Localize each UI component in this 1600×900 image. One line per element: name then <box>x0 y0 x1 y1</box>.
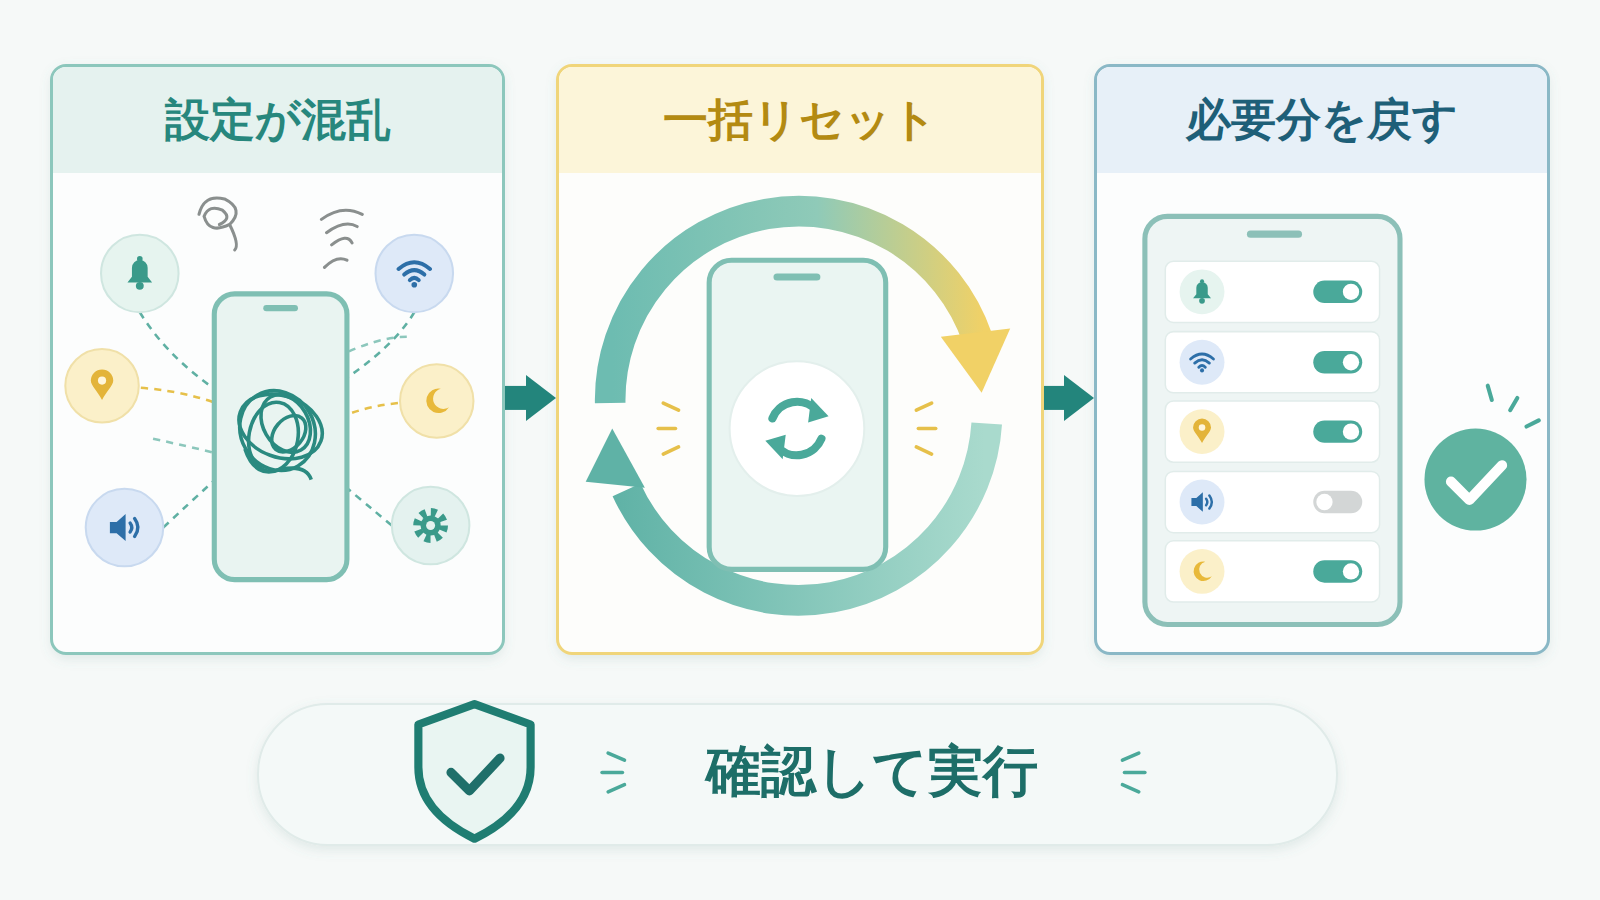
tangled-phone <box>199 198 362 267</box>
reset-cycle <box>709 260 886 569</box>
restored-phone <box>1313 281 1362 303</box>
tangled-phone <box>400 364 473 437</box>
tangled-phone <box>225 377 331 484</box>
tangled-phone <box>101 235 179 313</box>
spark-marks <box>1122 753 1138 760</box>
restored-phone <box>1313 491 1362 513</box>
flow-arrow <box>505 386 526 410</box>
restored-phone <box>1510 398 1517 410</box>
reset-cycle <box>918 427 935 431</box>
panel-heading: 必要分を戻す <box>1097 67 1547 173</box>
panel-heading: 一括リセット <box>559 67 1041 173</box>
panel-ground <box>51 64 504 655</box>
spark-marks <box>1122 785 1138 792</box>
tangled-phone <box>65 349 138 422</box>
restored-phone <box>1193 279 1211 303</box>
restored-phone <box>1527 420 1539 426</box>
tangled-phone <box>263 305 298 311</box>
shield-icon <box>418 704 530 839</box>
reset-cycle <box>663 447 678 454</box>
restored-phone <box>1313 281 1362 583</box>
spark-marks <box>602 771 622 775</box>
illustration <box>65 198 1538 839</box>
restored-phone <box>1343 563 1359 579</box>
restored-phone <box>1313 351 1362 373</box>
flow-arrow <box>1044 386 1064 410</box>
reset-cycle <box>658 403 936 454</box>
restored-phone <box>1191 492 1211 512</box>
restored-phone <box>1247 231 1302 238</box>
panel-ground <box>1095 64 1549 655</box>
tangled-phone <box>65 198 473 580</box>
restored-phone <box>1180 409 1225 454</box>
restored-phone <box>1165 261 1379 602</box>
restored-phone <box>1316 494 1332 510</box>
restored-phone <box>1343 354 1359 370</box>
restored-phone <box>1165 541 1379 602</box>
restored-phone <box>1165 332 1379 393</box>
shield-icon <box>451 758 500 791</box>
tangled-phone <box>376 235 454 313</box>
restored-phone <box>1165 261 1379 322</box>
restored-phone <box>1451 465 1502 500</box>
shield-icon <box>418 704 530 839</box>
tangled-phone <box>392 487 470 565</box>
reset-cycle <box>808 398 828 422</box>
action-label: 確認して実行 <box>548 730 1196 814</box>
reset-cycle <box>663 403 678 410</box>
panel-ground <box>557 64 1043 655</box>
reset-cycle <box>941 329 1010 393</box>
restored-phone <box>1180 269 1225 314</box>
tangled-phone <box>321 210 362 267</box>
reset-cycle <box>586 429 645 488</box>
restored-phone <box>1424 429 1526 531</box>
panel-heading: 設定が混乱 <box>53 67 502 173</box>
tangled-phone <box>214 294 347 580</box>
spark-marks <box>608 785 624 792</box>
tangled-phone <box>225 377 329 484</box>
tangled-phone <box>426 389 449 413</box>
restored-phone <box>1488 386 1539 427</box>
restored-phone <box>1145 216 1400 624</box>
reset-cycle <box>765 435 785 459</box>
reset-cycle <box>730 361 865 496</box>
restored-phone <box>1145 216 1539 624</box>
tangled-phone <box>251 386 320 461</box>
reset-cycle <box>773 273 820 280</box>
spark-marks <box>1124 771 1144 775</box>
reset-cycle <box>916 403 931 410</box>
tangled-phone <box>417 512 444 539</box>
tangled-phone <box>399 262 430 287</box>
step-panel: 一括リセット <box>556 64 1044 655</box>
action-pill: 確認して実行 <box>548 730 1196 822</box>
step-panel: 設定が混乱 <box>50 64 505 655</box>
restored-phone <box>1343 423 1359 439</box>
restored-phone <box>1313 560 1362 582</box>
restored-phone <box>1191 354 1214 372</box>
reset-cycle <box>586 211 1010 600</box>
tangled-phone <box>86 489 164 567</box>
reset-cycle <box>916 447 931 454</box>
tangled-phone <box>110 514 138 541</box>
restored-phone <box>1488 386 1492 400</box>
tangled-phone <box>127 256 152 290</box>
pill-ground <box>258 704 1337 845</box>
tangled-phone <box>245 449 311 480</box>
restored-phone <box>1180 340 1225 385</box>
step-panel: 必要分を戻す <box>1094 64 1550 655</box>
spark-marks <box>608 753 624 760</box>
restored-phone <box>1313 420 1362 442</box>
restored-phone <box>1165 401 1379 462</box>
restored-phone <box>1193 419 1211 443</box>
tangled-phone <box>91 369 113 400</box>
restored-phone <box>1343 284 1359 300</box>
restored-phone <box>1165 471 1379 532</box>
restored-phone <box>1194 561 1212 581</box>
reset-cycle <box>658 427 675 431</box>
tangled-phone <box>265 409 313 459</box>
tangled-phone <box>199 198 236 250</box>
restored-phone <box>1180 549 1225 594</box>
restored-phone <box>1180 480 1225 525</box>
